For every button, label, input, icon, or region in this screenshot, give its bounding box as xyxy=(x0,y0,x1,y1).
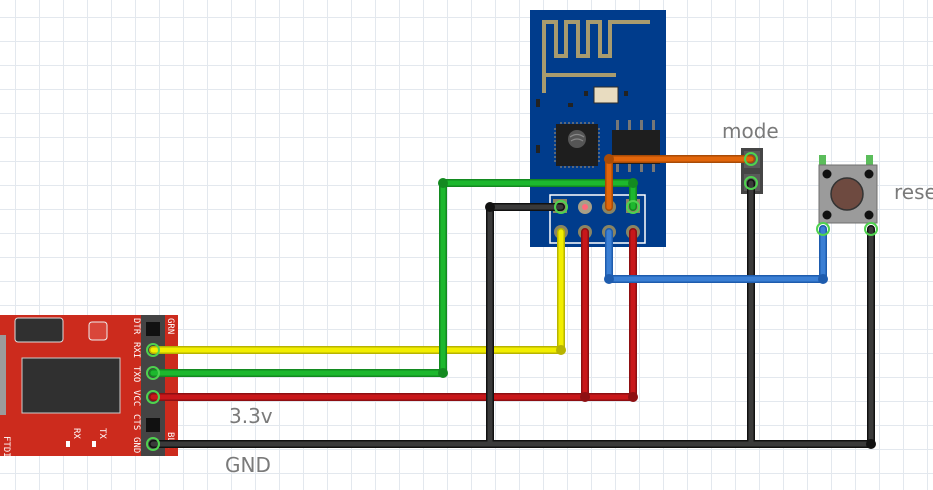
smd-component xyxy=(568,103,573,107)
pin-label-txo: TXO xyxy=(131,366,141,382)
wire-yellow[interactable] xyxy=(149,228,565,354)
reset-pushbutton[interactable] xyxy=(818,155,878,224)
smd-component xyxy=(536,145,540,153)
pin-label-cts: CTS xyxy=(131,414,141,430)
wire-junctions xyxy=(438,154,876,449)
pin-label-dtr: DTR xyxy=(131,318,141,335)
esp-header-outline xyxy=(549,194,646,244)
pcb-antenna xyxy=(542,20,650,93)
ftdi-pin-cts[interactable] xyxy=(146,418,160,432)
pin-label-gnd: GND xyxy=(131,437,141,453)
crystal xyxy=(593,86,619,104)
smd-component xyxy=(584,91,588,96)
smd-component xyxy=(624,91,628,96)
gnd-label: GND xyxy=(225,453,271,477)
button-cap[interactable] xyxy=(830,177,864,211)
smd-component xyxy=(536,99,540,107)
ftdi-header xyxy=(141,315,165,456)
esp8266-module[interactable] xyxy=(530,10,666,247)
pin-label-rxi: RXI xyxy=(131,342,141,358)
vcc-label: 3.3v xyxy=(229,404,273,428)
mode-label: mode xyxy=(722,119,779,143)
side-label-grn: GRN xyxy=(165,318,175,334)
ftdi-pin-dtr[interactable] xyxy=(146,322,160,336)
ftdi-component xyxy=(14,317,64,343)
flash-chip-pins xyxy=(616,120,655,172)
connection-markers xyxy=(146,152,878,451)
ftdi-board[interactable]: DTR RXI TXO VCC CTS GND GRN BLK TX RX FT… xyxy=(0,315,178,458)
led-label-rx: RX xyxy=(71,428,81,439)
led-label-tx: TX xyxy=(97,428,107,439)
ftdi-chip xyxy=(21,357,121,414)
ftdi-label: FTDI xyxy=(1,436,11,458)
pin-label-vcc: VCC xyxy=(131,390,141,406)
usb-connector xyxy=(0,335,6,415)
ftdi-led xyxy=(88,321,108,341)
reset-label: reset xyxy=(894,180,933,204)
chip-pins xyxy=(554,122,600,168)
